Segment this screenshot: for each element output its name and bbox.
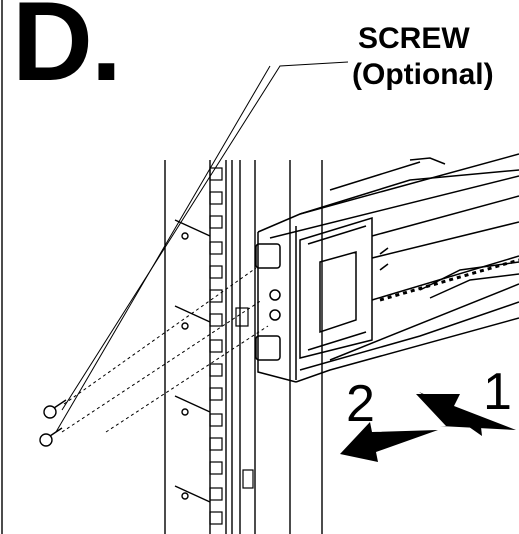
screw-callout-title: SCREW — [358, 22, 470, 55]
screw-icon — [39, 399, 67, 447]
screw-paths — [61, 267, 269, 433]
pull-arrow-icon — [340, 422, 438, 462]
screw-callout-subtitle: (Optional) — [352, 58, 494, 91]
screw-leader-lines — [55, 61, 349, 433]
step-letter: D. — [12, 0, 122, 104]
step-number-2: 2 — [346, 375, 375, 433]
step-number-1: 1 — [483, 363, 512, 421]
square-holes — [209, 167, 254, 525]
slide-rail — [255, 153, 519, 383]
push-arrow-icon — [416, 392, 516, 436]
rail-slots — [379, 258, 519, 302]
